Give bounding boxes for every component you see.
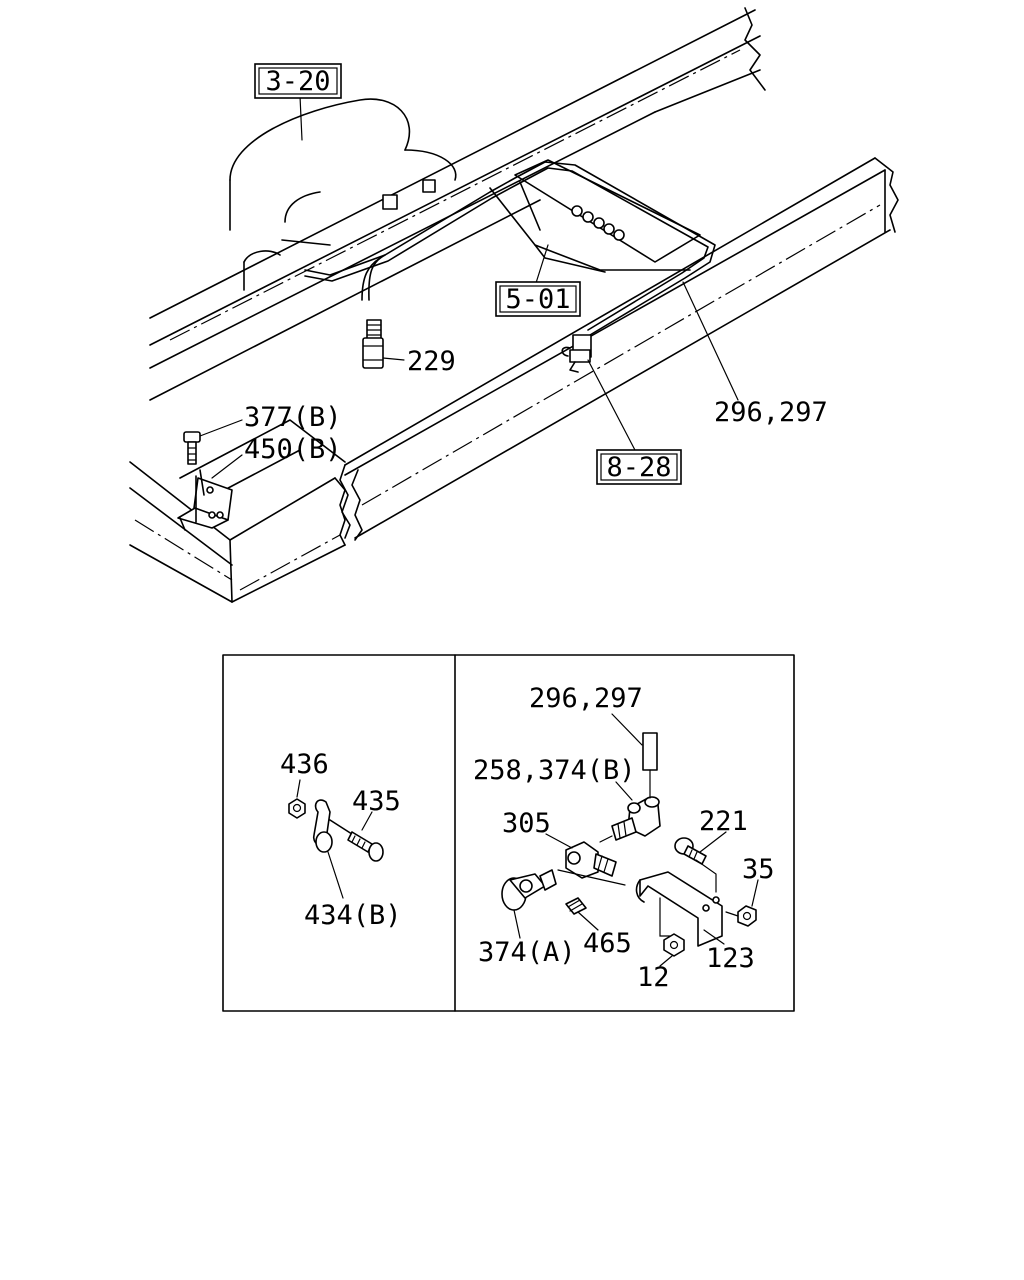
detail-panels <box>222 654 795 1012</box>
frame-front-block <box>129 419 346 603</box>
cross-member <box>489 159 701 273</box>
part-label-258-374b: 258,374(B) <box>473 755 636 786</box>
main-leader-lines <box>199 95 739 479</box>
lower-frame-rail <box>339 157 899 541</box>
part-label-221: 221 <box>699 806 748 837</box>
connector-8-28 <box>561 334 592 373</box>
part-label-296-297: 296,297 <box>714 397 828 428</box>
part-label-434b: 434(B) <box>304 900 402 931</box>
detail-left-clip: 436 435 434(B) <box>280 749 402 931</box>
part-label-229: 229 <box>407 346 456 377</box>
part-label-374a: 374(A) <box>478 937 576 968</box>
ref-box-3-20-label: 3-20 <box>265 66 330 97</box>
bracket-377b-450b <box>177 431 233 531</box>
part-label-436: 436 <box>280 749 329 780</box>
upper-frame-rail <box>149 7 766 401</box>
ref-box-8-28-label: 8-28 <box>606 452 671 483</box>
pipe-run <box>304 161 716 336</box>
part-label-123: 123 <box>706 943 755 974</box>
ref-box-3-20[interactable]: 3-20 <box>254 63 342 99</box>
part-label-296-297-detail: 296,297 <box>529 683 643 714</box>
part-label-465: 465 <box>583 928 632 959</box>
fuel-tank <box>229 98 457 291</box>
frame-assembly-view: 3-20 5-01 8-28 229 296,297 377(B) 450(B) <box>129 7 899 603</box>
fitting-229 <box>362 319 384 369</box>
part-label-35: 35 <box>742 854 775 885</box>
ref-box-5-01[interactable]: 5-01 <box>495 281 581 317</box>
part-label-435: 435 <box>352 786 401 817</box>
part-label-377b: 377(B) <box>244 402 342 433</box>
part-label-305: 305 <box>502 808 551 839</box>
part-label-450b: 450(B) <box>244 434 342 465</box>
ref-box-8-28[interactable]: 8-28 <box>596 449 682 485</box>
detail-right-fittings: 296,297 258,374(B) 305 221 35 374(A) 465… <box>473 683 775 993</box>
part-label-12: 12 <box>637 962 670 993</box>
ref-box-5-01-label: 5-01 <box>505 284 570 315</box>
